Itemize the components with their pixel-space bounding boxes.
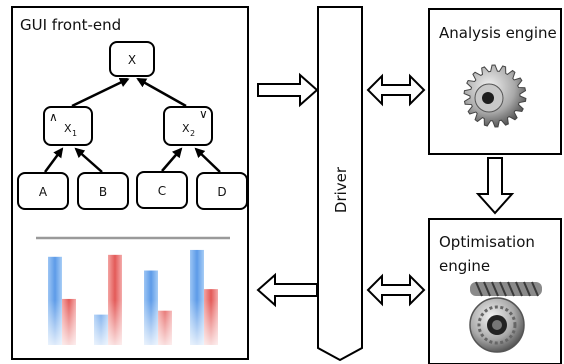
arrow-driver-optimisation-bidirectional xyxy=(366,273,426,307)
chart-fade-overlay xyxy=(36,300,232,348)
edge-a-x1 xyxy=(43,147,64,173)
optimisation-engine-title-line2: engine xyxy=(439,257,490,275)
tree-leaf-b xyxy=(77,172,129,210)
bar-chart-illustration xyxy=(36,236,232,348)
analysis-engine-title: Analysis engine xyxy=(439,24,557,42)
tree-node-x1 xyxy=(43,106,93,146)
tree-node-root-label: X xyxy=(128,53,136,67)
tree-node-root xyxy=(109,41,155,77)
and-symbol: ∧ xyxy=(49,110,58,124)
arrow-driver-analysis-bidirectional xyxy=(366,73,426,107)
tree-node-x2-label: X xyxy=(182,122,190,135)
tree-node-x1-label: X xyxy=(64,122,72,135)
optimisation-engine-panel: Optimisation engine xyxy=(428,218,562,364)
edge-c-x2 xyxy=(161,147,183,172)
gear-icon xyxy=(463,64,527,128)
tree-leaf-c-label: C xyxy=(158,184,166,198)
tree-leaf-a-label: A xyxy=(39,185,48,199)
driver-label: Driver xyxy=(332,166,350,213)
analysis-engine-panel: Analysis engine xyxy=(428,8,562,155)
tree-leaf-b-label: B xyxy=(99,185,107,199)
gui-frontend-panel: GUI front-end X ∧ X 1 ∨ X 2 A B C D xyxy=(11,6,249,360)
tree-leaf-d-label: D xyxy=(217,185,226,199)
tree-leaf-c xyxy=(136,171,188,209)
tree-node-x2-subscript: 2 xyxy=(190,129,195,138)
edge-b-x1 xyxy=(74,147,103,173)
optimisation-engine-title-line1: Optimisation xyxy=(439,233,535,251)
arrow-gui-to-driver xyxy=(257,72,319,108)
tree-leaf-a xyxy=(17,172,69,210)
gui-frontend-title: GUI front-end xyxy=(20,16,121,34)
tree-node-x1-subscript: 1 xyxy=(72,129,77,138)
edge-x2-root xyxy=(136,77,187,108)
logic-tree: X ∧ X 1 ∨ X 2 A B C D xyxy=(17,41,248,210)
edge-x1-root xyxy=(71,77,130,108)
arrow-analysis-to-optimisation xyxy=(475,157,515,215)
edge-d-x2 xyxy=(194,147,221,173)
or-symbol: ∨ xyxy=(199,107,208,121)
arrow-driver-to-gui xyxy=(256,272,318,308)
tree-leaf-d xyxy=(196,172,248,210)
tree-node-x2 xyxy=(163,106,213,146)
worm-gear-icon xyxy=(469,281,542,353)
driver-panel: Driver xyxy=(317,6,363,362)
